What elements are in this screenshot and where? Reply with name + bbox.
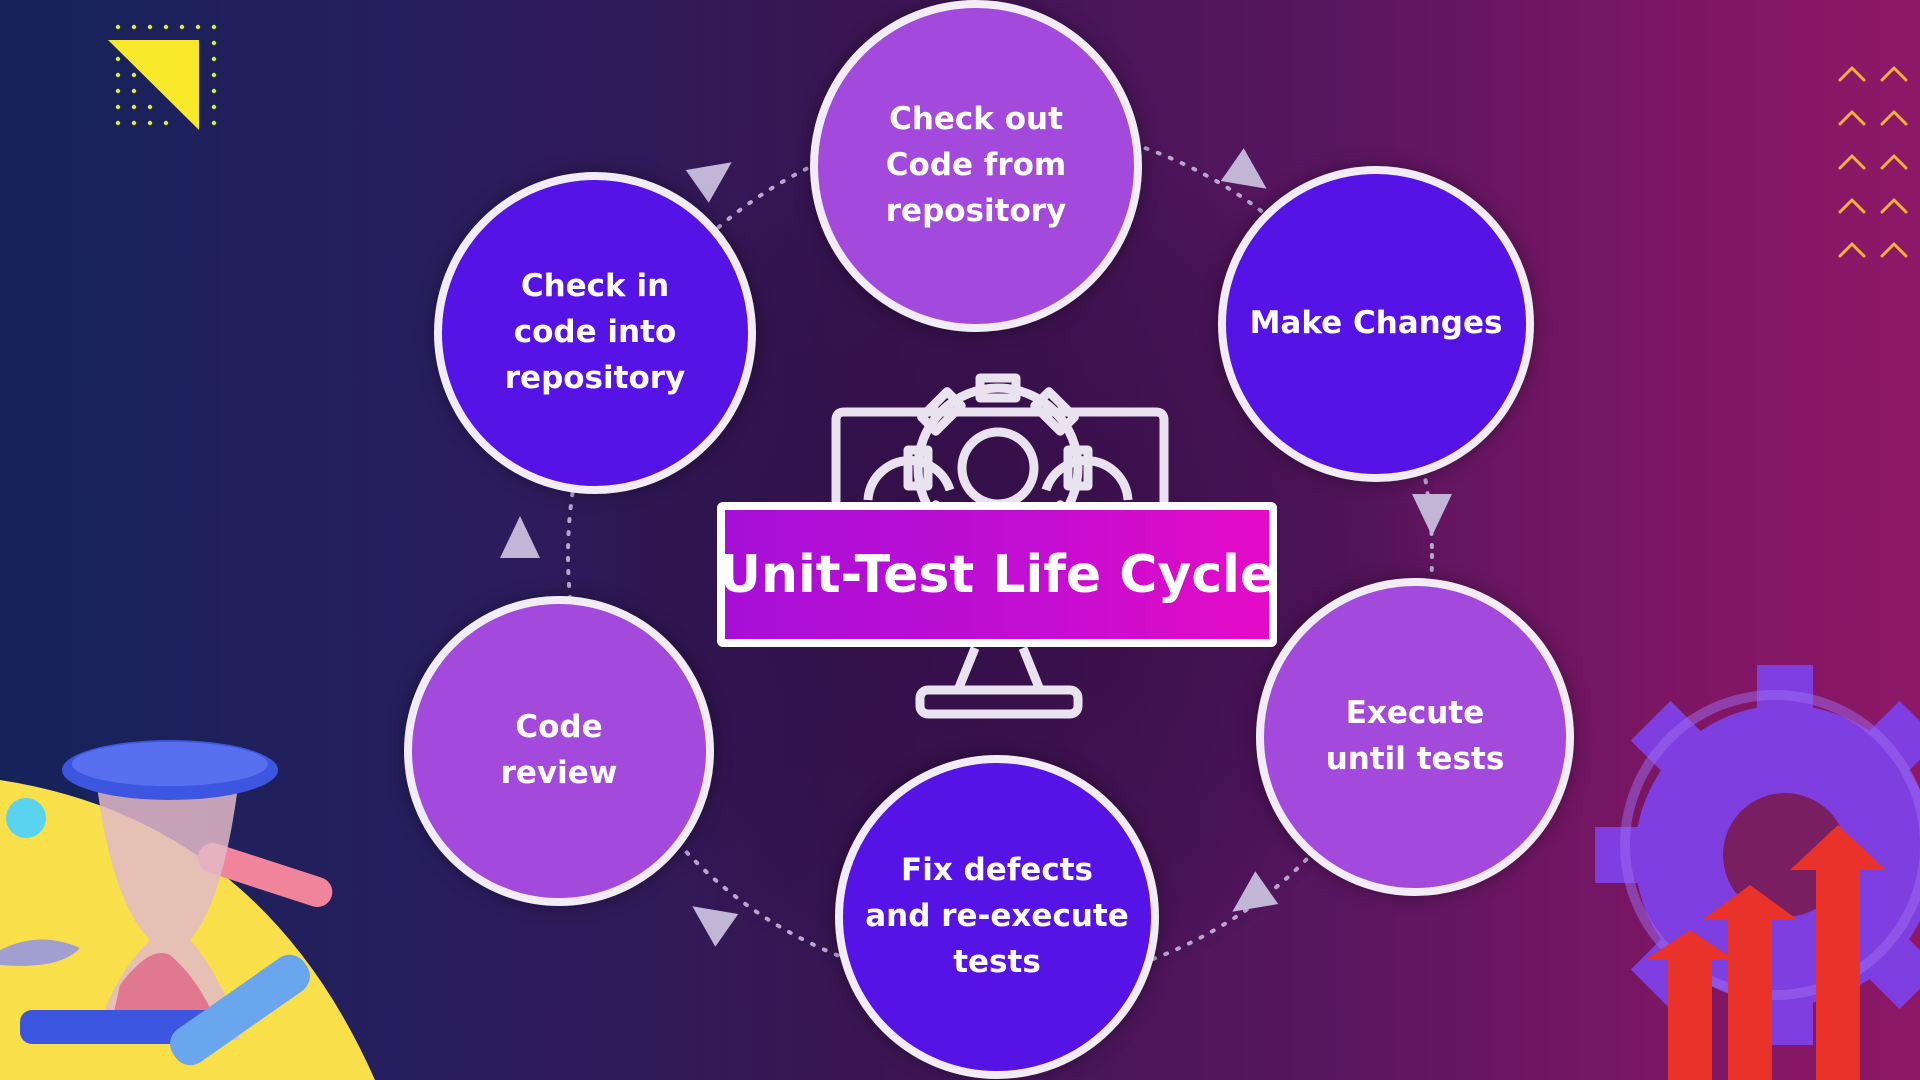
diagram-title: Unit-Test Life Cycle [718,544,1276,605]
step-make-changes: Make Changes [1218,166,1534,482]
step-label: Fix defects and re-execute tests [865,852,1129,980]
step-label: Make Changes [1249,305,1503,342]
step-label: Code review [500,709,618,791]
step-code-review: Code review [404,596,714,906]
diagram-title-box: Unit-Test Life Cycle [717,502,1277,647]
step-label: Check out Code from repository [885,101,1067,229]
gear-arrows-illustration [1595,665,1920,1080]
step-label: Check in code into repository [504,268,686,396]
step-check-in-code: Check in code into repository [434,172,756,494]
chevron-up-icon-grid [1838,66,1908,258]
cycle-arrowheads [500,148,1452,947]
step-label: Execute until tests [1325,695,1505,777]
step-fix-defects: Fix defects and re-execute tests [835,755,1159,1079]
step-check-out-code: Check out Code from repository [810,0,1142,332]
hourglass-illustration [0,740,375,1080]
step-execute-until-tests: Execute until tests [1256,578,1574,896]
corner-triangle-decoration [108,24,217,130]
